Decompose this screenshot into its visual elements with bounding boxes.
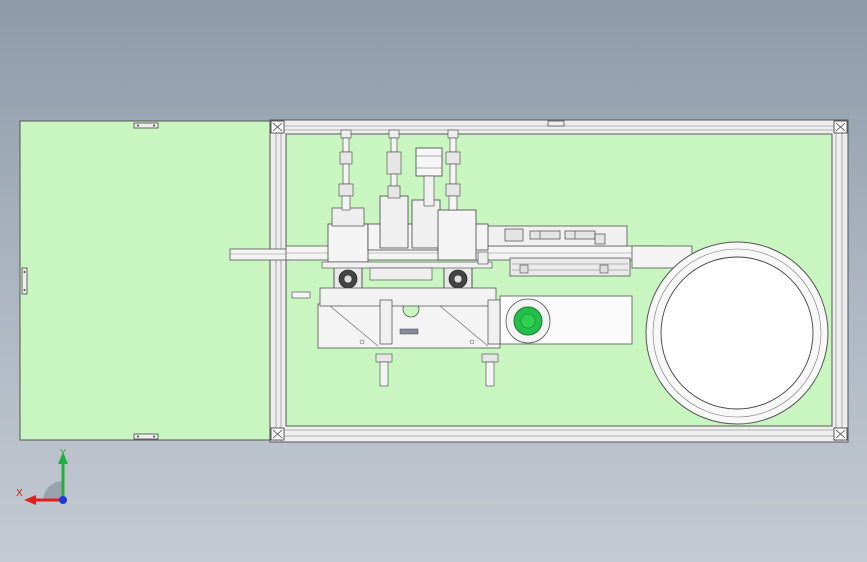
pneumatic-cylinder-3[interactable]	[445, 129, 461, 211]
left-door-panel[interactable]	[19, 120, 272, 441]
linear-feeder-track[interactable]	[486, 225, 631, 277]
y-axis-label: Y	[59, 448, 67, 459]
x-axis-label: X	[16, 488, 23, 499]
vibratory-bowl-feeder[interactable]	[631, 241, 829, 425]
frame-latch	[547, 120, 565, 127]
z-axis-dot	[59, 496, 67, 504]
pneumatic-cylinder-2[interactable]	[386, 129, 402, 199]
control-box[interactable]	[499, 295, 633, 345]
pneumatic-cylinder-1[interactable]	[338, 129, 354, 211]
clamp-arm-left[interactable]	[375, 299, 393, 387]
mounting-plate[interactable]	[317, 300, 501, 349]
corner-bracket-tl	[270, 120, 285, 134]
corner-bracket-tr	[833, 120, 848, 134]
axis-triad: Y X	[16, 448, 68, 505]
door-handle[interactable]	[21, 267, 28, 295]
press-block-left[interactable]	[327, 207, 369, 263]
door-hinge-top	[133, 122, 159, 129]
corner-bracket-br	[833, 427, 848, 441]
slide-carriage[interactable]	[291, 251, 497, 307]
corner-bracket-bl	[270, 427, 285, 441]
guide-cylinder-center[interactable]	[415, 147, 443, 207]
clamp-arm-right[interactable]	[481, 299, 501, 387]
press-block-center[interactable]	[367, 195, 489, 261]
door-hinge-bottom	[133, 433, 159, 440]
